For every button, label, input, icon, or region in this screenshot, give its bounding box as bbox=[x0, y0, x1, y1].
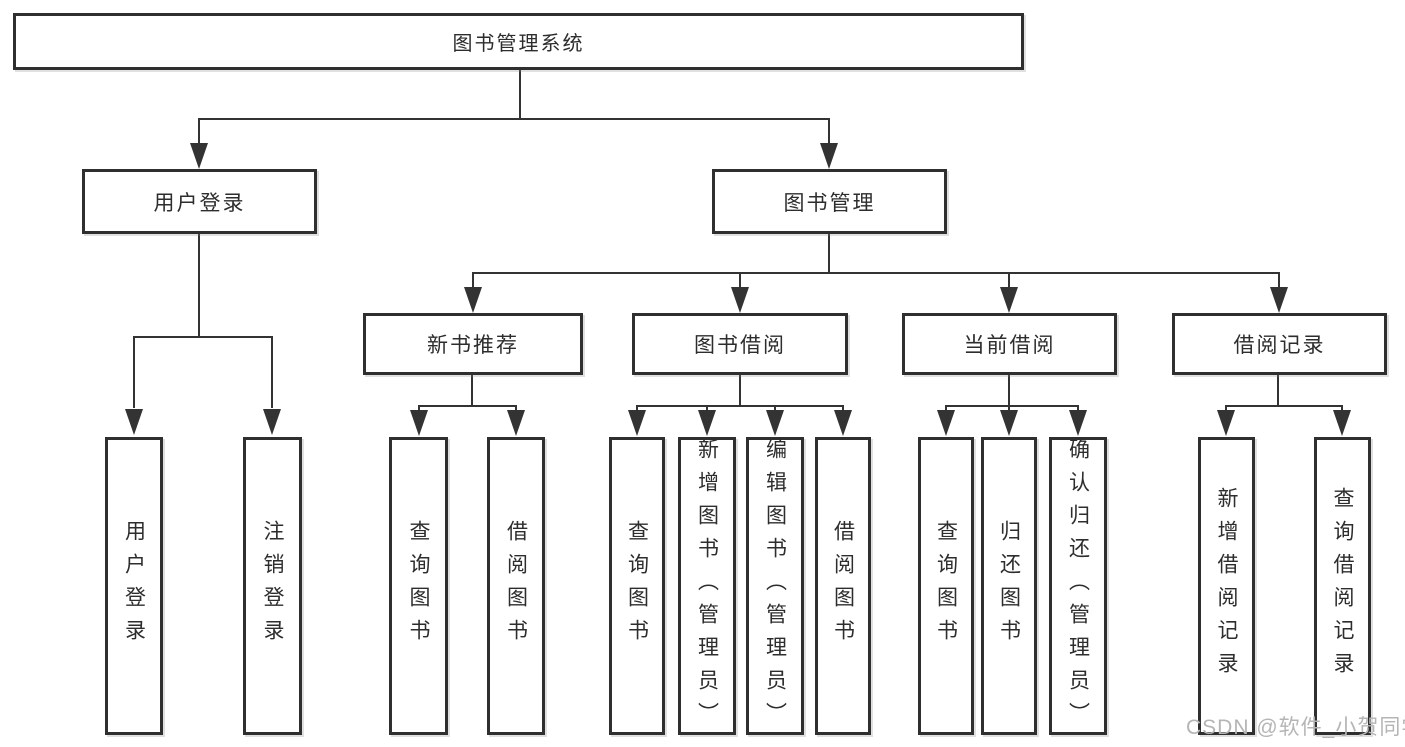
edge-borrowing-bar bbox=[637, 405, 843, 407]
node-label: 用户登录 bbox=[122, 520, 146, 652]
node-label: 查询借阅记录 bbox=[1331, 487, 1354, 685]
arrow-down-icon bbox=[628, 410, 646, 436]
edge-drop bbox=[1341, 405, 1343, 411]
node-label: 查询图书 bbox=[407, 520, 430, 652]
arrow-down-icon bbox=[1000, 410, 1018, 436]
edge-drop-borrowing bbox=[739, 272, 741, 288]
edge-user-login-bar bbox=[133, 336, 273, 338]
arrow-down-icon bbox=[766, 410, 784, 436]
arrow-down-icon bbox=[1333, 410, 1351, 436]
leaf-query-borrow-record: 查询借阅记录 bbox=[1314, 437, 1371, 735]
node-book-borrowing: 图书借阅 bbox=[632, 313, 848, 375]
node-new-book-recommendation: 新书推荐 bbox=[363, 313, 583, 375]
edge-drop bbox=[945, 405, 947, 411]
arrow-down-icon bbox=[507, 410, 525, 436]
edge-current-bar bbox=[946, 405, 1078, 407]
node-label: 借阅图书 bbox=[831, 520, 855, 652]
edge-drop-current bbox=[1008, 272, 1010, 288]
arrow-down-icon bbox=[1069, 410, 1087, 436]
node-label: 注销登录 bbox=[261, 520, 284, 652]
node-label: 当前借阅 bbox=[963, 334, 1056, 357]
node-label: 归还图书 bbox=[997, 520, 1021, 652]
arrow-down-icon bbox=[698, 410, 716, 436]
edge-recommend-stem bbox=[471, 374, 473, 406]
node-label: 图书管理 bbox=[783, 191, 876, 215]
node-borrowing-records: 借阅记录 bbox=[1172, 313, 1387, 375]
edge-root-stem bbox=[519, 68, 521, 120]
leaf-borrow-books-recommend: 借阅图书 bbox=[487, 437, 545, 735]
node-label: 用户登录 bbox=[153, 191, 246, 215]
leaf-query-books-borrow: 查询图书 bbox=[609, 437, 665, 735]
node-label: 借阅图书 bbox=[504, 520, 528, 652]
edge-borrowing-stem bbox=[739, 374, 741, 406]
edge-drop bbox=[515, 405, 517, 411]
edge-current-stem bbox=[1008, 375, 1010, 406]
edge-records-bar bbox=[1226, 405, 1343, 407]
node-label: 查询图书 bbox=[934, 520, 958, 652]
arrow-down-icon bbox=[820, 143, 838, 169]
edge-drop bbox=[418, 405, 420, 411]
edge-drop-leaf-user-login bbox=[133, 336, 135, 408]
node-label: 编辑图书（管理员） bbox=[763, 437, 787, 735]
edge-drop bbox=[1077, 405, 1079, 411]
leaf-logout: 注销登录 bbox=[243, 437, 302, 735]
node-label: 确认归还（管理员） bbox=[1066, 437, 1090, 735]
leaf-add-books-admin: 新增图书（管理员） bbox=[678, 437, 736, 735]
node-label: 新增借阅记录 bbox=[1215, 487, 1238, 685]
node-label: 查询图书 bbox=[625, 520, 649, 652]
leaf-edit-books-admin: 编辑图书（管理员） bbox=[746, 437, 804, 735]
leaf-user-login: 用户登录 bbox=[105, 437, 163, 735]
edge-recommend-bar bbox=[419, 405, 516, 407]
arrow-down-icon bbox=[731, 287, 749, 313]
edge-drop bbox=[1008, 405, 1010, 411]
arrow-down-icon bbox=[410, 410, 428, 436]
leaf-confirm-return-admin: 确认归还（管理员） bbox=[1049, 437, 1107, 735]
edge-drop-leaf-logout bbox=[271, 336, 273, 408]
csdn-watermark: CSDN @软件_小贺同学 bbox=[1186, 716, 1405, 739]
edge-drop bbox=[1225, 405, 1227, 411]
arrow-down-icon bbox=[937, 410, 955, 436]
edge-drop bbox=[706, 405, 708, 411]
arrow-down-icon bbox=[1217, 410, 1235, 436]
arrow-down-icon bbox=[263, 409, 281, 435]
node-library-management-system: 图书管理系统 bbox=[13, 13, 1024, 70]
leaf-query-books-current: 查询图书 bbox=[918, 437, 974, 735]
edge-records-stem bbox=[1277, 375, 1279, 406]
edge-drop bbox=[842, 405, 844, 411]
edge-book-management-stem bbox=[828, 233, 830, 273]
edge-drop-book-management bbox=[828, 118, 830, 146]
edge-drop bbox=[636, 405, 638, 411]
edge-drop-recommend bbox=[472, 272, 474, 288]
edge-user-login-stem bbox=[198, 234, 200, 337]
node-label: 新增图书（管理员） bbox=[695, 437, 719, 735]
arrow-down-icon bbox=[464, 287, 482, 313]
leaf-return-books: 归还图书 bbox=[981, 437, 1037, 735]
node-label: 图书借阅 bbox=[694, 334, 786, 357]
node-user-login: 用户登录 bbox=[82, 169, 317, 234]
leaf-add-borrow-record: 新增借阅记录 bbox=[1198, 437, 1255, 735]
arrow-down-icon bbox=[1000, 287, 1018, 313]
arrow-down-icon bbox=[1270, 287, 1288, 313]
arrow-down-icon bbox=[190, 143, 208, 169]
edge-level2-bar bbox=[198, 118, 830, 120]
node-label: 借阅记录 bbox=[1233, 334, 1326, 357]
node-label: 图书管理系统 bbox=[452, 33, 585, 55]
edge-drop-user-login bbox=[198, 118, 200, 146]
arrow-down-icon bbox=[125, 409, 143, 435]
edge-level3-bar bbox=[472, 272, 1280, 274]
edge-drop bbox=[774, 405, 776, 411]
leaf-query-books-recommend: 查询图书 bbox=[389, 437, 448, 735]
node-current-borrowing: 当前借阅 bbox=[902, 313, 1117, 375]
edge-drop-records bbox=[1278, 272, 1280, 288]
node-label: 新书推荐 bbox=[427, 334, 519, 357]
leaf-borrow-books: 借阅图书 bbox=[815, 437, 871, 735]
arrow-down-icon bbox=[834, 410, 852, 436]
node-book-management: 图书管理 bbox=[712, 169, 947, 234]
